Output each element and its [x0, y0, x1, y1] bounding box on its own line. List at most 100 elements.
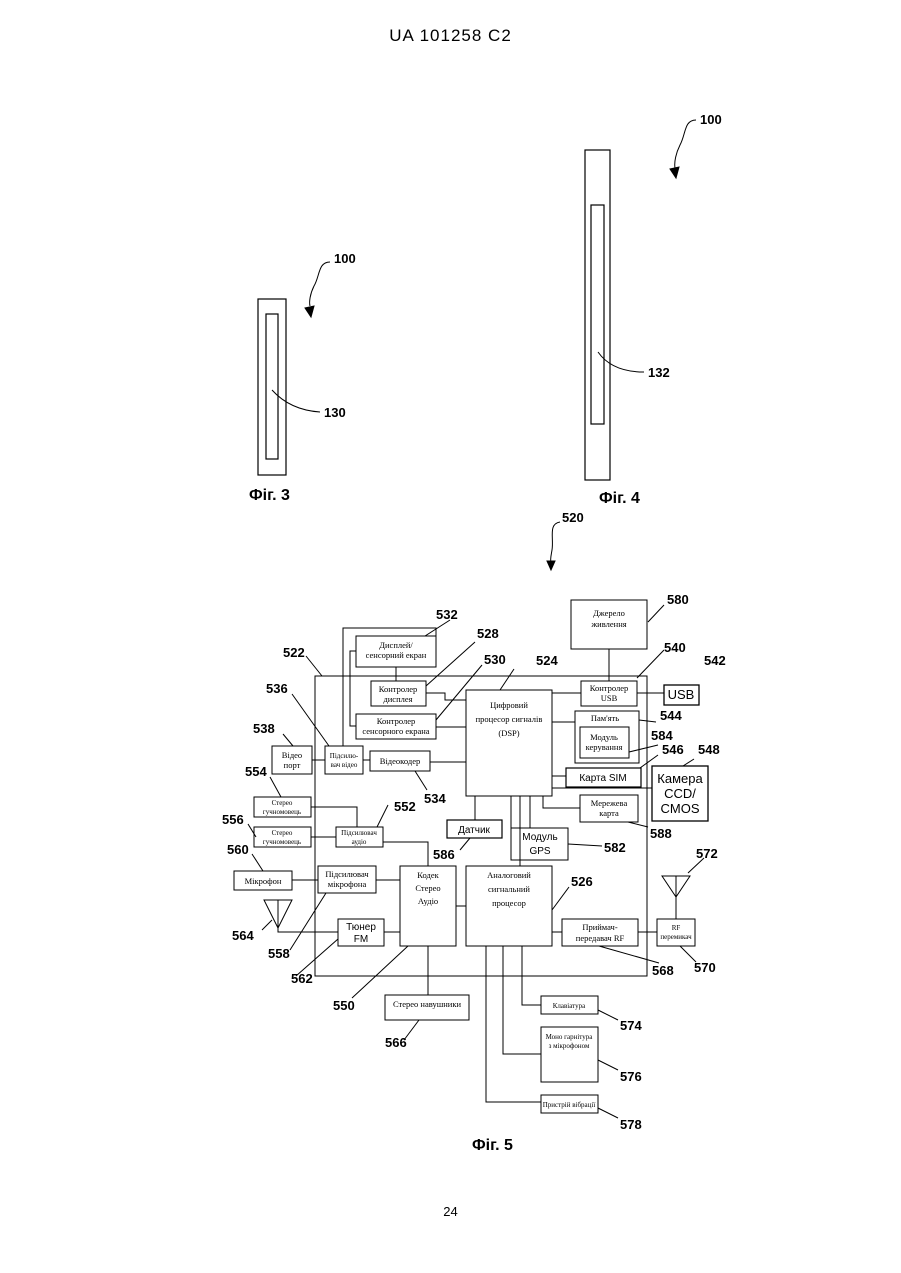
- fig5-arrow-520: [551, 522, 560, 562]
- svg-text:Підсилю-вач відео: Підсилю-вач відео: [330, 752, 359, 769]
- fig3-leader-130: [272, 390, 320, 412]
- block-labels: Дисплей/сенсорний екран Контролердисплея…: [245, 608, 704, 1109]
- dsp-label-2: процесор сигналів: [476, 714, 543, 724]
- ref-550: 550: [333, 998, 355, 1013]
- vibration-label: Пристрій вібрації: [543, 1101, 596, 1109]
- camera-label-1: Камера: [657, 771, 703, 786]
- keyboard-label: Клавіатура: [553, 1002, 586, 1010]
- ref-562: 562: [291, 971, 313, 986]
- ref-564: 564: [232, 928, 254, 943]
- fig4-caption: Фіг. 4: [599, 490, 640, 507]
- reference-numbers: 522 524 526 528 530 532 534 536 538 540 …: [222, 592, 726, 1132]
- ref-578: 578: [620, 1117, 642, 1132]
- video-port-label-1: Відео: [282, 750, 302, 760]
- gps-label-2: GPS: [529, 846, 550, 857]
- memory-label: Пам'ять: [591, 713, 619, 723]
- fig3-arrow-100: [310, 262, 330, 306]
- svg-text:Моно гарнітураз мікрофоном: Моно гарнітураз мікрофоном: [546, 1033, 594, 1050]
- svg-text:Мережевакарта: Мережевакарта: [591, 798, 628, 818]
- ref-530: 530: [484, 652, 506, 667]
- ref-526: 526: [571, 874, 593, 889]
- audio-amp-label-2: аудіо: [352, 838, 367, 846]
- ref-538: 538: [253, 721, 275, 736]
- usb-controller-label-1: Контролер: [590, 683, 629, 693]
- control-module-label-1: Модуль: [590, 732, 618, 742]
- ref-528: 528: [477, 626, 499, 641]
- page-number: 24: [0, 1204, 901, 1219]
- ref-588: 588: [650, 826, 672, 841]
- figure-4: 132 100 Фіг. 4: [585, 112, 722, 507]
- mono-headset-label-1: Моно гарнітура: [546, 1033, 594, 1041]
- codec-label-3: Аудіо: [418, 896, 438, 906]
- fig3-ref-100: 100: [334, 251, 356, 266]
- gps-label-1: Модуль: [522, 832, 557, 843]
- sim-card-label: Карта SIM: [579, 773, 626, 784]
- codec-label-1: Кодек: [417, 870, 439, 880]
- ref-548: 548: [698, 742, 720, 757]
- fig4-arrow-100: [675, 120, 696, 168]
- ref-524: 524: [536, 653, 558, 668]
- svg-text:КодекСтереоАудіо: КодекСтереоАудіо: [415, 870, 440, 906]
- ref-542: 542: [704, 653, 726, 668]
- touch-controller-label-1: Контролер: [377, 716, 416, 726]
- figure-3: 130 100 Фіг. 3: [249, 251, 356, 504]
- microphone-label: Мікрофон: [245, 876, 282, 886]
- analog-label-3: процесор: [492, 898, 526, 908]
- fig4-device-outline: [585, 150, 610, 480]
- power-label-1: Джерело: [593, 608, 625, 618]
- ref-576: 576: [620, 1069, 642, 1084]
- camera-label-2: CCD/: [664, 786, 696, 801]
- display-touch-label-2: сенсорний екран: [366, 650, 427, 660]
- ref-558: 558: [268, 946, 290, 961]
- fm-tuner-label-1: Тюнер: [346, 922, 376, 933]
- svg-text:RFперемикач: RFперемикач: [660, 924, 692, 941]
- svg-text:Підсилювачаудіо: Підсилювачаудіо: [341, 829, 377, 846]
- svg-text:Модулькерування: Модулькерування: [586, 732, 623, 752]
- ref-568: 568: [652, 963, 674, 978]
- ref-556: 556: [222, 812, 244, 827]
- mic-amp-label-1: Підсилювач: [325, 869, 369, 879]
- fig3-arrowhead: [305, 306, 314, 317]
- sensor-label: Датчик: [458, 825, 490, 836]
- display-controller-label-2: дисплея: [383, 694, 412, 704]
- mic-amp-label-2: мікрофона: [328, 879, 367, 889]
- fig3-caption: Фіг. 3: [249, 487, 290, 504]
- ref-570: 570: [694, 960, 716, 975]
- stereo-speaker-1-label-2: гучномовець: [263, 808, 301, 816]
- video-amp-label-1: Підсилю-: [330, 752, 359, 760]
- ref-554: 554: [245, 764, 267, 779]
- svg-text:Контролердисплея: Контролердисплея: [379, 684, 418, 704]
- figure-5: 520: [222, 510, 726, 1154]
- ref-584: 584: [651, 728, 673, 743]
- ref-586: 586: [433, 847, 455, 862]
- svg-text:Приймач-передавач RF: Приймач-передавач RF: [576, 922, 625, 943]
- stereo-speaker-2-label-1: Стерео: [272, 829, 293, 837]
- ref-532: 532: [436, 607, 458, 622]
- codec-label-2: Стерео: [415, 883, 440, 893]
- analog-label-2: сигнальний: [488, 884, 530, 894]
- touch-controller-label-2: сенсорного екрана: [362, 726, 429, 736]
- fm-tuner-label-2: FM: [354, 934, 368, 945]
- ref-540: 540: [664, 640, 686, 655]
- fig4-screen: [591, 205, 604, 424]
- fig4-ref-100: 100: [700, 112, 722, 127]
- svg-text:Дисплей/сенсорний екран: Дисплей/сенсорний екран: [366, 640, 427, 660]
- ref-520: 520: [562, 510, 584, 525]
- ref-522: 522: [283, 645, 305, 660]
- dsp-label-3: (DSP): [498, 728, 519, 738]
- rf-switch-label-2: перемикач: [660, 933, 692, 941]
- audio-amp-label-1: Підсилювач: [341, 829, 377, 837]
- network-card-label-2: карта: [599, 808, 619, 818]
- svg-text:Контролерсенсорного екрана: Контролерсенсорного екрана: [362, 716, 429, 736]
- camera-label-3: CMOS: [661, 801, 700, 816]
- fig4-arrowhead: [670, 167, 679, 178]
- fig4-ref-132: 132: [648, 365, 670, 380]
- ref-574: 574: [620, 1018, 642, 1033]
- control-module-label-2: керування: [586, 742, 623, 752]
- fig5-arrowhead-520: [547, 561, 555, 570]
- svg-text:Підсилювачмікрофона: Підсилювачмікрофона: [325, 869, 369, 889]
- usb-controller-label-2: USB: [601, 693, 618, 703]
- display-controller-label-1: Контролер: [379, 684, 418, 694]
- power-label-2: живлення: [590, 619, 626, 629]
- video-encoder-label: Відеокодер: [380, 756, 420, 766]
